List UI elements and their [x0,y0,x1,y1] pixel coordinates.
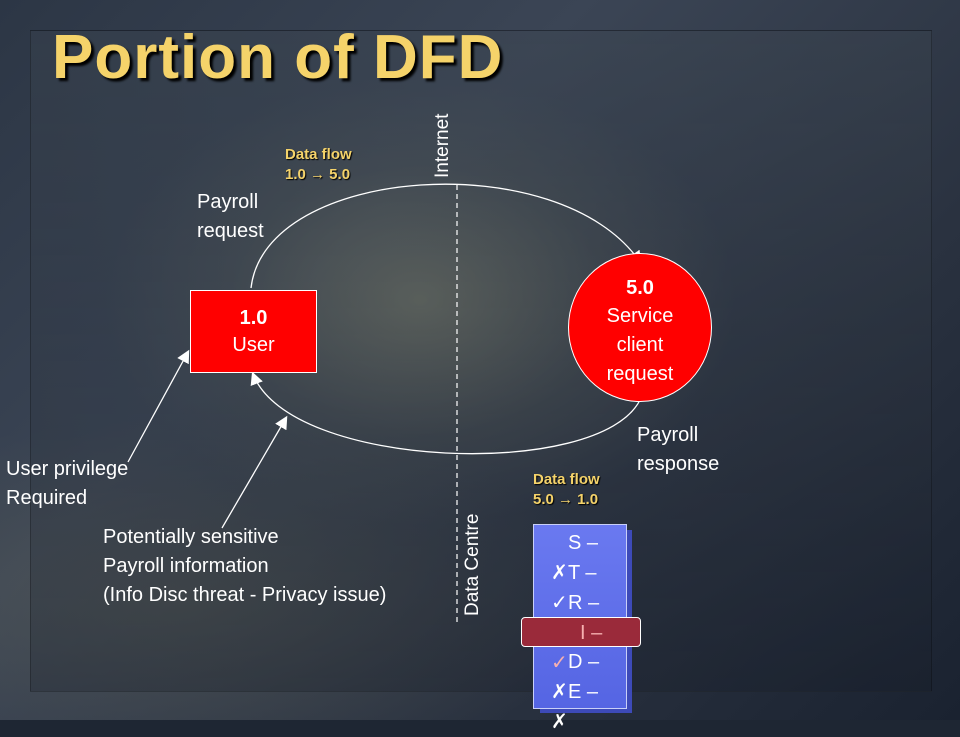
payroll-request-line-2: request [197,220,264,242]
user-entity-number: 1.0 [239,307,268,329]
privilege-line-2: Required [6,487,88,509]
sensitive-annotation: Potentially sensitive Payroll informatio… [103,523,386,610]
user-entity-box: 1.0 User [190,290,317,373]
cross-icon: ✗ [551,562,568,584]
privilege-line-1: User privilege [6,458,129,480]
service-process-line-1: Service [606,305,674,327]
stride-letter: T [568,562,580,584]
background [0,0,960,720]
stride-letter: D [568,651,583,673]
dfd-diagram [127,183,642,625]
payroll-response-line-1: Payroll [637,424,699,446]
request-flow-arrow [250,183,642,289]
cross-icon: ✗ [551,711,568,733]
check-icon: ✓ [551,652,568,674]
stride-row-i-highlighted: I – ✓ [521,617,641,674]
payroll-response-label: Payroll response [637,421,719,479]
stride-letter: I [580,622,586,644]
internet-zone-label: Internet [432,113,453,178]
stride-letter: S [568,532,582,554]
stride-row-t: T – ✓ [551,562,597,614]
stride-row-s: S – ✗ [551,532,599,584]
payroll-request-line-1: Payroll [197,191,259,213]
stride-letter: R [568,592,583,614]
data-flow-response-title: Data flow [533,471,600,488]
sensitive-pointer-arrow [221,415,288,529]
sensitive-line-2: Payroll information [103,555,269,577]
payroll-request-label: Payroll request [197,188,264,246]
stride-row-d: D – ✗ [551,651,600,703]
stride-row-r: R – ✗ [534,588,626,644]
data-flow-request-value: 1.0 → 5.0 [285,166,351,183]
data-flow-response: Data flow 5.0 → 1.0 [533,470,600,510]
service-process-line-2: client [616,334,664,356]
sensitive-line-3: (Info Disc threat - Privacy issue) [103,584,387,606]
sensitive-line-1: Potentially sensitive [103,526,279,548]
service-process-number: 5.0 [626,277,654,299]
data-flow-request: Data flow 1.0 → 5.0 [285,145,352,185]
privilege-annotation: User privilege Required [6,455,128,513]
check-icon: ✓ [551,592,568,614]
slide-title: Portion of DFD [52,23,504,92]
data-flow-request-title: Data flow [285,146,352,163]
user-entity-label: User [232,334,275,356]
stride-letter: E [568,681,582,703]
cross-icon: ✗ [551,681,568,703]
data-flow-response-value: 5.0 → 1.0 [533,491,599,508]
privilege-pointer-arrow [127,349,190,463]
payroll-response-line-2: response [637,453,720,475]
data-centre-zone-label: Data Centre [462,513,483,616]
service-process-circle: 5.0 Service client request [568,253,712,402]
response-flow-arrow [250,371,641,455]
stride-row-e: E – ✗ [551,681,599,733]
service-process-line-3: request [606,363,674,385]
stride-box: S – ✗ T – ✓ R – ✗ I – ✓ D – ✗ E – ✗ [521,524,641,733]
